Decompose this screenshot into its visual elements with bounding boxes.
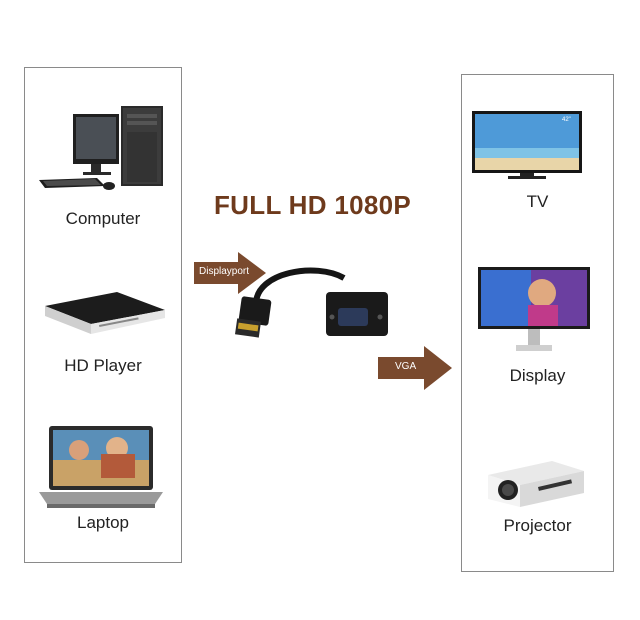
laptop-icon xyxy=(39,426,163,508)
displayport-arrow-label: Displayport xyxy=(199,266,250,277)
hd-player-icon xyxy=(45,292,165,334)
displayport-arrow-icon xyxy=(194,252,266,294)
display-monitor-icon xyxy=(478,267,590,351)
vga-arrow-icon xyxy=(378,346,452,390)
computer-icon xyxy=(39,106,163,190)
source-devices-panel: Computer HD Player Laptop xyxy=(24,67,182,563)
display-label: Display xyxy=(509,366,566,385)
displayport-to-vga-adapter-icon xyxy=(235,267,388,338)
computer-label: Computer xyxy=(65,209,141,228)
vga-arrow-label: VGA xyxy=(395,361,417,372)
projector-label: Projector xyxy=(503,516,572,535)
hd-player-label: HD Player xyxy=(64,356,142,375)
tv-icon xyxy=(472,111,582,179)
projector-icon xyxy=(488,461,584,507)
page-title: FULL HD 1080P xyxy=(214,190,412,220)
tv-size-badge: 42" xyxy=(562,117,571,123)
tv-label: TV xyxy=(526,192,549,211)
output-devices-panel: 42" TV Display Projector xyxy=(461,74,614,572)
laptop-label: Laptop xyxy=(77,513,129,532)
